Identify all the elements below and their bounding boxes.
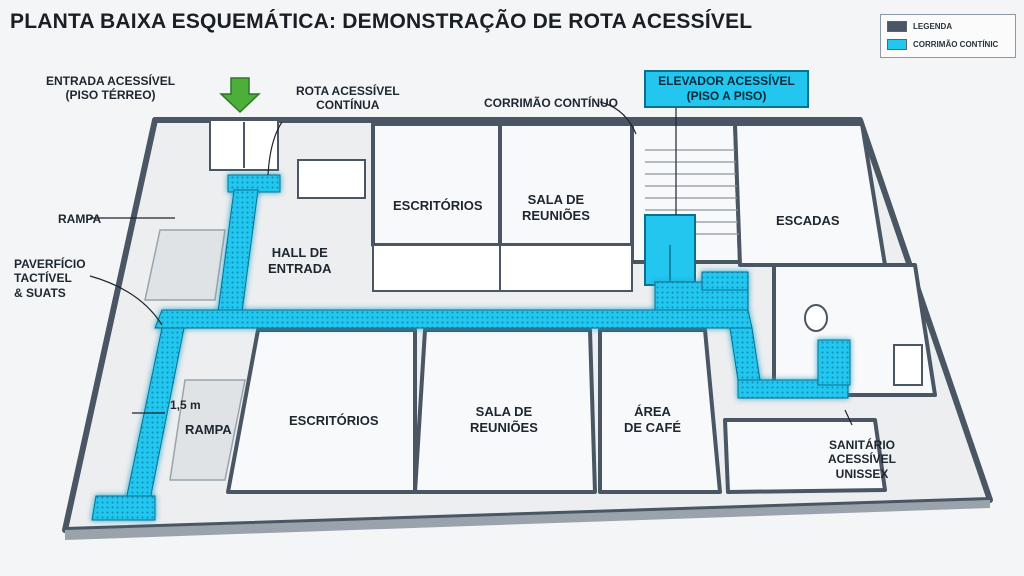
room-label-meeting-bottom: SALA DE REUNIÕES [470, 404, 538, 435]
route-entrance-mat [227, 174, 281, 193]
callout-entrance-line2: (PISO TÉRREO) [65, 88, 156, 103]
room-label-meeting-bottom-line1: SALA DE [475, 404, 533, 419]
room-cafe [598, 328, 722, 494]
wall-meeting-top-front [499, 244, 633, 292]
leader-route [267, 121, 283, 176]
room-meeting-top [498, 122, 634, 247]
route-main-corridor [154, 309, 753, 329]
legend-label-wall: LEGENDA [913, 21, 953, 31]
room-label-hall: HALL DE ENTRADA [268, 245, 332, 276]
route-restroom-inner [817, 339, 851, 386]
entrance-arrow-icon [219, 77, 261, 114]
callout-width: 1,5 m [170, 398, 201, 412]
callout-entrance: ENTRADA ACESSÍVEL (PISO TÉRREO) [46, 74, 175, 103]
callout-tactile-line1: PAVERFÍCIO [14, 257, 86, 271]
room-label-offices-top: ESCRITÓRIOS [393, 198, 483, 213]
building-base-edge [65, 500, 990, 540]
callout-route-line2: CONTÍNUA [316, 98, 380, 113]
room-meeting-bottom [413, 328, 597, 494]
legend-swatch-handrail [887, 38, 907, 50]
leader-restroom [844, 409, 853, 426]
reception-desk [297, 159, 366, 199]
room-label-cafe: ÁREA DE CAFÉ [624, 404, 681, 435]
callout-route-line1: ROTA ACESSÍVEL [296, 84, 400, 98]
callout-restroom-line1: SANITÁRIO [829, 438, 895, 452]
room-offices-top [371, 122, 502, 247]
legend-label-handrail: CORRIMÃO CONTÍNIC [913, 39, 999, 49]
wall-offices-top-front [372, 244, 501, 292]
legend-item-wall: LEGENDA [887, 19, 952, 33]
leader-handrail [599, 101, 637, 135]
callout-tactile-line3: & SUATS [14, 285, 66, 300]
callout-elevator: ELEVADOR ACESSÍVEL (PISO A PISO) [644, 70, 809, 108]
callout-ramp-top: RAMPA [58, 212, 102, 226]
stairs-steps [645, 149, 739, 235]
room-label-meeting-top-line2: REUNIÕES [522, 207, 590, 223]
room-label-hall-line2: ENTRADA [268, 260, 332, 276]
callout-route: ROTA ACESSÍVEL CONTÍNUA [296, 84, 400, 113]
callout-tactile: PAVERFÍCIO TACTÍVEL & SUATS [14, 257, 86, 300]
callout-entrance-line1: ENTRADA ACESSÍVEL [46, 74, 176, 88]
page-title: PLANTA BAIXA ESQUEMÁTICA: DEMONSTRAÇÃO D… [10, 10, 753, 33]
callout-restroom: SANITÁRIO ACESSÍVEL UNISSEX [828, 438, 896, 481]
room-stairs [733, 122, 887, 267]
room-label-meeting-top-line1: SALA DE [527, 192, 585, 207]
callout-ramp-bottom: RAMPA [185, 422, 232, 437]
leader-tactile [89, 275, 163, 326]
toilet-fixture [804, 304, 828, 332]
sink-fixture [893, 344, 923, 386]
ramp-top-slab [144, 229, 226, 301]
callout-elevator-line2: (PISO A PISO) [686, 89, 767, 103]
room-label-cafe-line1: ÁREA [634, 404, 671, 419]
callout-restroom-line2: ACESSÍVEL [828, 452, 897, 467]
room-label-stairs: ESCADAS [776, 213, 840, 228]
callout-handrail: CORRIMÃO CONTÍNUO [484, 96, 618, 110]
room-label-hall-line1: HALL DE [271, 245, 328, 260]
room-offices-bottom [226, 328, 417, 494]
ramp-bottom-slab [169, 379, 246, 481]
room-label-cafe-line2: DE CAFÉ [624, 419, 682, 435]
callout-restroom-line3: UNISSEX [835, 466, 889, 481]
route-bottom-mat [91, 495, 156, 521]
legend: LEGENDA CORRIMÃO CONTÍNIC [880, 14, 1016, 58]
room-corner-bottom [723, 418, 887, 494]
callout-tactile-line2: TACTÍVEL [14, 271, 72, 286]
room-label-meeting-bottom-line2: REUNIÕES [470, 419, 538, 435]
route-stairs-landing [701, 271, 749, 291]
callout-elevator-line1: ELEVADOR ACESSÍVEL [658, 74, 795, 88]
room-label-meeting-top: SALA DE REUNIÕES [522, 192, 590, 223]
room-label-offices-bottom: ESCRITÓRIOS [289, 413, 379, 428]
legend-item-handrail: CORRIMÃO CONTÍNIC [887, 37, 998, 51]
legend-swatch-wall [887, 20, 907, 32]
